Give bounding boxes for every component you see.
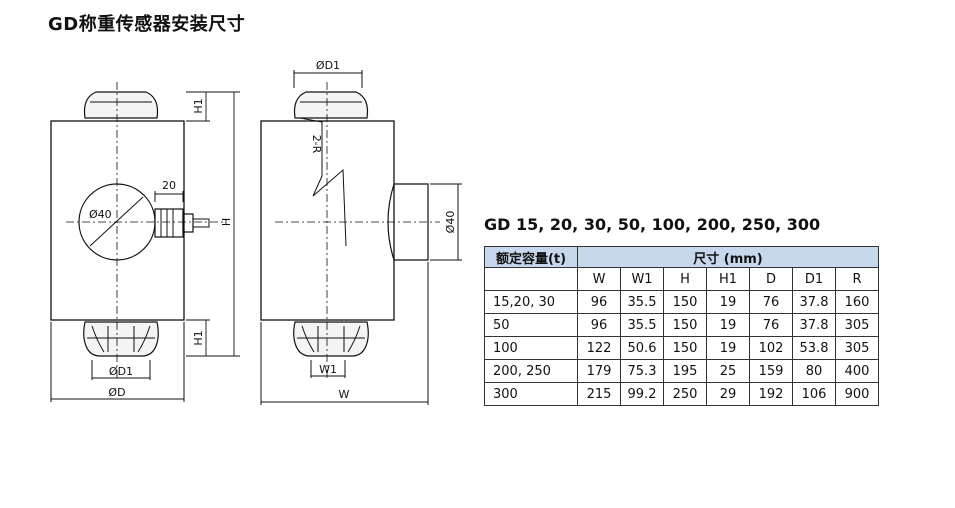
table-cell: 37.8 bbox=[792, 290, 836, 314]
column-header: D bbox=[749, 267, 793, 291]
dimension-table: 额定容量(t) 尺寸 (mm) W W1 H H1 D D1 R 15,20, … bbox=[484, 246, 879, 406]
column-header: W1 bbox=[620, 267, 664, 291]
table-cell: 106 bbox=[792, 382, 836, 406]
label-d40-circle: Ø40 bbox=[89, 208, 112, 221]
table-cell: 400 bbox=[835, 359, 879, 383]
capacity-cell: 15,20, 30 bbox=[484, 290, 578, 314]
label-h1-bottom: H1 bbox=[192, 330, 205, 345]
capacity-cell: 100 bbox=[484, 336, 578, 360]
table-row: 15,20, 30 96 35.5 150 19 76 37.8 160 bbox=[484, 290, 879, 314]
label-d1-top: ØD1 bbox=[316, 59, 340, 72]
label-w1: W1 bbox=[319, 363, 337, 376]
table-cell: 76 bbox=[749, 290, 793, 314]
table-cell: 250 bbox=[663, 382, 707, 406]
table-cell: 53.8 bbox=[792, 336, 836, 360]
label-h: H bbox=[220, 218, 233, 226]
dimension-header: 尺寸 (mm) bbox=[577, 246, 879, 268]
table-cell: 19 bbox=[706, 290, 750, 314]
table-cell: 179 bbox=[577, 359, 621, 383]
table-cell: 76 bbox=[749, 313, 793, 337]
column-header: H bbox=[663, 267, 707, 291]
table-cell: 150 bbox=[663, 336, 707, 360]
side-view bbox=[260, 70, 462, 405]
front-view bbox=[50, 82, 240, 402]
table-cell: 75.3 bbox=[620, 359, 664, 383]
table-row: 100 122 50.6 150 19 102 53.8 305 bbox=[484, 336, 879, 360]
column-header-blank bbox=[484, 267, 578, 291]
table-cell: 900 bbox=[835, 382, 879, 406]
column-header: W bbox=[577, 267, 621, 291]
table-cell: 35.5 bbox=[620, 313, 664, 337]
table-cell: 150 bbox=[663, 290, 707, 314]
label-d1-bottom: ØD1 bbox=[109, 365, 133, 378]
label-dim-20: 20 bbox=[162, 179, 176, 192]
table-cell: 305 bbox=[835, 313, 879, 337]
label-2-r: 2-R bbox=[310, 135, 323, 154]
table-row: 50 96 35.5 150 19 76 37.8 305 bbox=[484, 313, 879, 337]
table-cell: 25 bbox=[706, 359, 750, 383]
label-d-bottom: ØD bbox=[108, 386, 125, 399]
column-header: R bbox=[835, 267, 879, 291]
capacity-cell: 200, 250 bbox=[484, 359, 578, 383]
capacity-cell: 300 bbox=[484, 382, 578, 406]
table-cell: 80 bbox=[792, 359, 836, 383]
label-d40-side: Ø40 bbox=[444, 211, 457, 234]
model-heading: GD 15, 20, 30, 50, 100, 200, 250, 300 bbox=[484, 215, 821, 234]
table-row: 300 215 99.2 250 29 192 106 900 bbox=[484, 382, 879, 406]
table-cell: 29 bbox=[706, 382, 750, 406]
table-header-row: 额定容量(t) 尺寸 (mm) bbox=[484, 246, 879, 268]
table-cell: 150 bbox=[663, 313, 707, 337]
label-w: W bbox=[339, 388, 350, 401]
table-cell: 159 bbox=[749, 359, 793, 383]
table-cell: 195 bbox=[663, 359, 707, 383]
label-h1-top: H1 bbox=[192, 98, 205, 113]
table-row: 200, 250 179 75.3 195 25 159 80 400 bbox=[484, 359, 879, 383]
table-cell: 99.2 bbox=[620, 382, 664, 406]
table-cell: 122 bbox=[577, 336, 621, 360]
table-cell: 215 bbox=[577, 382, 621, 406]
table-cell: 19 bbox=[706, 313, 750, 337]
table-cell: 37.8 bbox=[792, 313, 836, 337]
table-cell: 305 bbox=[835, 336, 879, 360]
technical-drawing: H1 H H1 Ø40 20 ØD1 ØD ØD1 2-R Ø40 W1 W bbox=[50, 59, 462, 405]
table-cell: 192 bbox=[749, 382, 793, 406]
column-header: H1 bbox=[706, 267, 750, 291]
table-cell: 50.6 bbox=[620, 336, 664, 360]
table-cell: 19 bbox=[706, 336, 750, 360]
capacity-header: 额定容量(t) bbox=[484, 246, 578, 268]
table-cell: 35.5 bbox=[620, 290, 664, 314]
column-header: D1 bbox=[792, 267, 836, 291]
table-cell: 96 bbox=[577, 290, 621, 314]
table-cell: 102 bbox=[749, 336, 793, 360]
page-title: GD称重传感器安装尺寸 bbox=[48, 14, 246, 35]
capacity-cell: 50 bbox=[484, 313, 578, 337]
column-header-row: W W1 H H1 D D1 R bbox=[484, 267, 879, 291]
table-cell: 96 bbox=[577, 313, 621, 337]
table-cell: 160 bbox=[835, 290, 879, 314]
